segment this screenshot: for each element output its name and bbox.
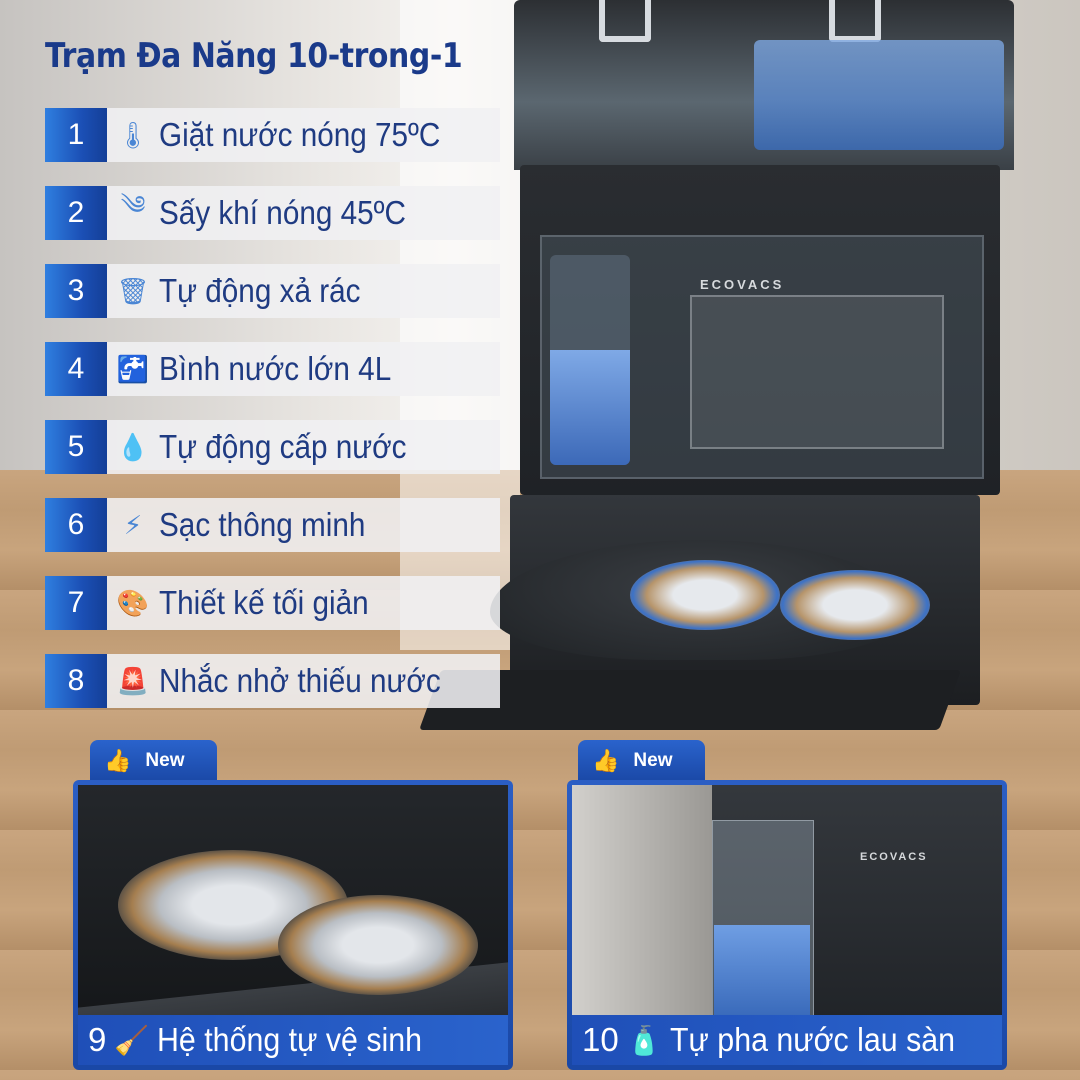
page-title: Trạm Đa Năng 10-trong-1	[45, 36, 463, 76]
mop-pad	[630, 560, 780, 630]
feature-label: Hệ thống tự vệ sinh	[157, 1021, 423, 1058]
feature-label: Tự động cấp nước	[159, 428, 407, 465]
feature-panel-auto-detergent: ECOVACS 10 🧴 Tự pha nước lau sàn	[567, 780, 1007, 1070]
feature-number: 5	[45, 420, 107, 474]
brand-logo: ECOVACS	[700, 277, 785, 292]
station-ramp	[419, 670, 961, 730]
feature-panel-self-cleaning: 9 🧹 Hệ thống tự vệ sinh	[73, 780, 513, 1070]
thumbs-up-icon: 👍	[104, 748, 132, 773]
detergent-tank-water	[550, 350, 630, 465]
station-water-tanks	[514, 0, 1014, 170]
feature-item: 1 🌡 Giặt nước nóng 75ºC	[45, 108, 500, 162]
new-badge-label: New	[633, 750, 673, 771]
feature-label: Giặt nước nóng 75ºC	[159, 116, 441, 153]
feature-item: 6 ⚡ Sạc thông minh	[45, 498, 500, 552]
feature-number: 9	[88, 1021, 107, 1058]
water-drop-icon: 💧	[116, 431, 150, 462]
brand-logo: ECOVACS	[860, 851, 928, 863]
feature-item: 4 🚰 Bình nước lớn 4L	[45, 342, 500, 396]
faucet-icon: 🚰	[116, 353, 150, 384]
feature-label: Bình nước lớn 4L	[159, 350, 392, 387]
cleaning-station-image: ECOVACS	[419, 0, 1020, 730]
feature-label: Nhắc nhở thiếu nước	[159, 662, 441, 699]
feature-item: 7 🎨 Thiết kế tối giản	[45, 576, 500, 630]
feature-number: 8	[45, 654, 107, 708]
dust-bin	[690, 295, 944, 449]
tank-water	[754, 40, 1004, 150]
feature-item: 3 🗑 Tự động xả rác	[45, 264, 500, 318]
soap-bottle-icon: 🧴	[626, 1024, 662, 1056]
new-badge: 👍 New	[578, 740, 705, 782]
feature-label: Tự pha nước lau sàn	[669, 1021, 955, 1058]
panel-caption: 9 🧹 Hệ thống tự vệ sinh	[78, 1015, 508, 1065]
feature-number: 2	[45, 186, 107, 240]
broom-icon: 🧹	[114, 1024, 150, 1056]
lightning-icon: ⚡	[123, 509, 143, 540]
feature-number: 1	[45, 108, 107, 162]
palette-icon: 🎨	[116, 587, 150, 618]
new-badge-label: New	[145, 750, 185, 771]
tank-handle	[599, 0, 651, 42]
mop-pad	[780, 570, 930, 640]
panel-caption: 10 🧴 Tự pha nước lau sàn	[572, 1015, 1002, 1065]
feature-label: Sấy khí nóng 45ºC	[159, 194, 406, 231]
feature-number: 6	[45, 498, 107, 552]
feature-number: 7	[45, 576, 107, 630]
wind-icon: ༄	[120, 189, 146, 220]
feature-number: 10	[582, 1021, 619, 1058]
feature-label: Thiết kế tối giản	[159, 584, 369, 621]
feature-label: Sạc thông minh	[159, 506, 366, 543]
thumbs-up-icon: 👍	[592, 748, 620, 773]
mop-pad	[278, 895, 478, 995]
trash-bin-icon: 🗑	[116, 275, 150, 306]
feature-number: 3	[45, 264, 107, 318]
tank-handle	[829, 0, 881, 42]
feature-number: 4	[45, 342, 107, 396]
feature-label: Tự động xả rác	[159, 272, 361, 309]
feature-item: 2 ༄ Sấy khí nóng 45ºC	[45, 186, 500, 240]
background-light	[400, 0, 520, 650]
station-body: ECOVACS	[520, 165, 1000, 495]
detergent-liquid	[714, 925, 810, 1029]
feature-item: 5 💧 Tự động cấp nước	[45, 420, 500, 474]
siren-icon: 🚨	[116, 665, 150, 696]
feature-item: 8 🚨 Nhắc nhở thiếu nước	[45, 654, 500, 708]
new-badge: 👍 New	[90, 740, 217, 782]
thermometer-icon: 🌡	[116, 119, 150, 150]
